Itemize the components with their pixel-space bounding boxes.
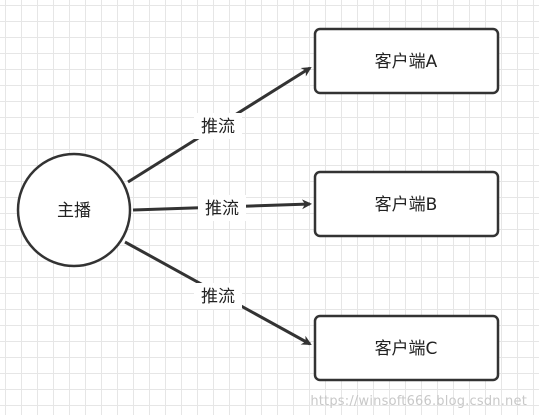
target-node-c-label: 客户端C [375,339,438,359]
source-node-circle [16,152,132,268]
edge-a-label-bg [194,113,242,139]
target-node-b-box [313,170,500,238]
edge-b-label-bg [198,195,246,221]
edge-b-label: 推流 [205,199,239,219]
target-node-b-label: 客户端B [375,195,438,215]
target-node-a-label: 客户端A [375,52,438,72]
edge-c-label: 推流 [201,287,235,307]
edge-c-label-bg [194,283,242,309]
target-node-c-box [313,314,500,382]
watermark-text: https://winsoft666.blog.csdn.net [310,394,527,409]
edge-a-label: 推流 [201,117,235,137]
target-node-a-box [313,27,500,95]
source-node-label: 主播 [57,201,91,221]
